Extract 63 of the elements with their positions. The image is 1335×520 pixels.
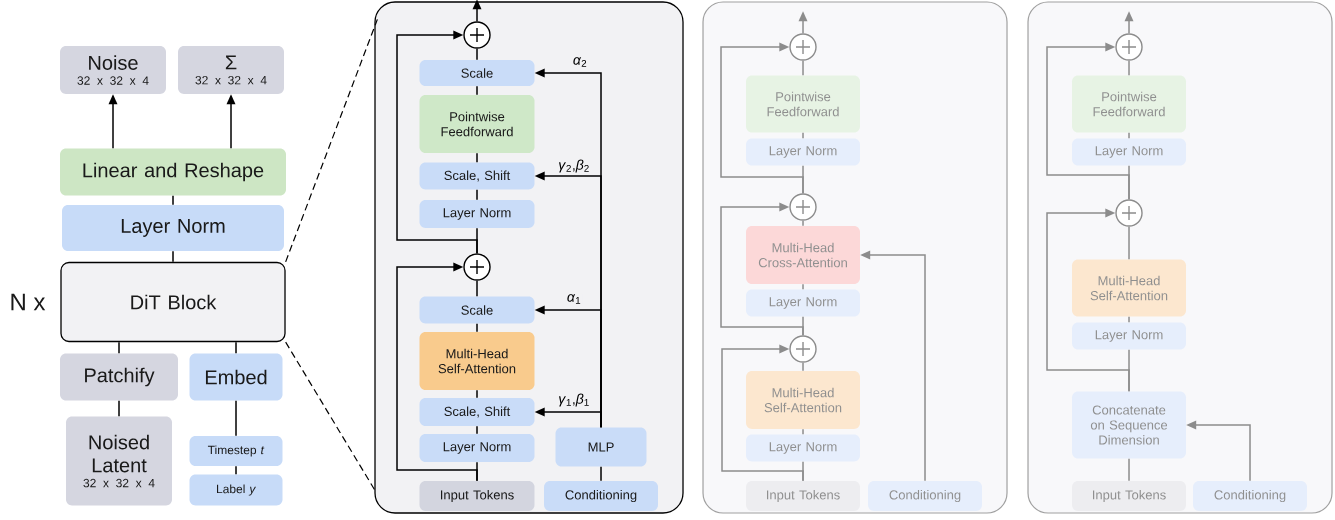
layer-box: Pointwise Feedforward <box>419 95 535 153</box>
sum-circle <box>1115 33 1143 61</box>
input-box: Label y <box>189 474 283 506</box>
input-box: Input Tokens <box>746 481 860 511</box>
layer-box: Scale <box>419 296 535 324</box>
layer-box: Layer Norm <box>746 138 860 166</box>
layer-box: Layer Norm <box>62 205 284 251</box>
sum-circle <box>463 253 491 281</box>
block-box: DiT Block <box>60 261 286 343</box>
layer-box: Patchify <box>60 353 178 401</box>
side-label: N x <box>11 293 46 311</box>
input-box: Input Tokens <box>1072 481 1186 511</box>
edge-label: α$_{1}$ <box>565 293 583 305</box>
edge-label: γ$_{1}$,β$_{1}$ <box>557 392 591 408</box>
arrow <box>396 30 478 255</box>
layer-box: Pointwise Feedforward <box>1072 75 1186 133</box>
layer-box: Layer Norm <box>1072 322 1186 350</box>
sum-circle <box>789 193 817 221</box>
layer-box: Multi-Head Self-Attention <box>1072 259 1186 317</box>
arrow <box>721 344 804 482</box>
sum-circle <box>1115 199 1143 227</box>
layer-box: MLP <box>555 427 647 467</box>
arrow <box>396 262 478 482</box>
arrow <box>534 407 602 429</box>
arrow <box>720 202 804 337</box>
arrow <box>720 42 804 195</box>
layer-box: Layer Norm <box>419 434 535 462</box>
arrow <box>472 0 482 23</box>
arrow <box>108 94 118 150</box>
input-box: Noised Latent 32 x 32 x 4 <box>66 416 172 506</box>
input-box: Conditioning <box>1193 481 1307 511</box>
arrow <box>1124 11 1134 35</box>
layer-box: Linear and Reshape <box>60 148 286 196</box>
arrow <box>226 94 236 150</box>
layer-box: Multi-Head Self-Attention <box>419 332 535 390</box>
sum-circle <box>463 21 491 49</box>
layer-box: Multi-Head Self-Attention <box>746 371 860 429</box>
input-box: Timestep t <box>189 436 283 466</box>
edge-label: γ$_{2}$,β$_{2}$ <box>557 158 591 174</box>
edge-label: α$_{2}$ <box>571 56 589 68</box>
arrow <box>1046 42 1130 201</box>
layer-box: Scale, Shift <box>419 398 535 426</box>
layer-box: Multi-Head Cross-Attention <box>746 226 860 284</box>
layer-box: Layer Norm <box>746 289 860 317</box>
input-box: Conditioning <box>868 481 982 511</box>
layer-box: Layer Norm <box>746 434 860 462</box>
input-box: Conditioning <box>544 481 658 511</box>
sum-circle <box>789 335 817 363</box>
output-box: Noise 32 x 32 x 4 <box>60 46 166 94</box>
arrow <box>1186 420 1251 482</box>
layer-box: Pointwise Feedforward <box>746 75 860 133</box>
arrow <box>798 11 808 35</box>
arrow <box>1046 208 1130 393</box>
layer-box: Layer Norm <box>419 200 535 228</box>
sum-circle <box>789 33 817 61</box>
layer-box: Embed <box>189 353 283 401</box>
layer-box: Concatenate on Sequence Dimension <box>1072 391 1186 459</box>
layer-box: Layer Norm <box>1072 138 1186 166</box>
output-box: Σ 32 x 32 x 4 <box>178 46 284 94</box>
layer-box: Scale, Shift <box>419 162 535 190</box>
arrow <box>860 250 926 482</box>
input-box: Input Tokens <box>419 481 535 511</box>
layer-box: Scale <box>419 60 535 86</box>
